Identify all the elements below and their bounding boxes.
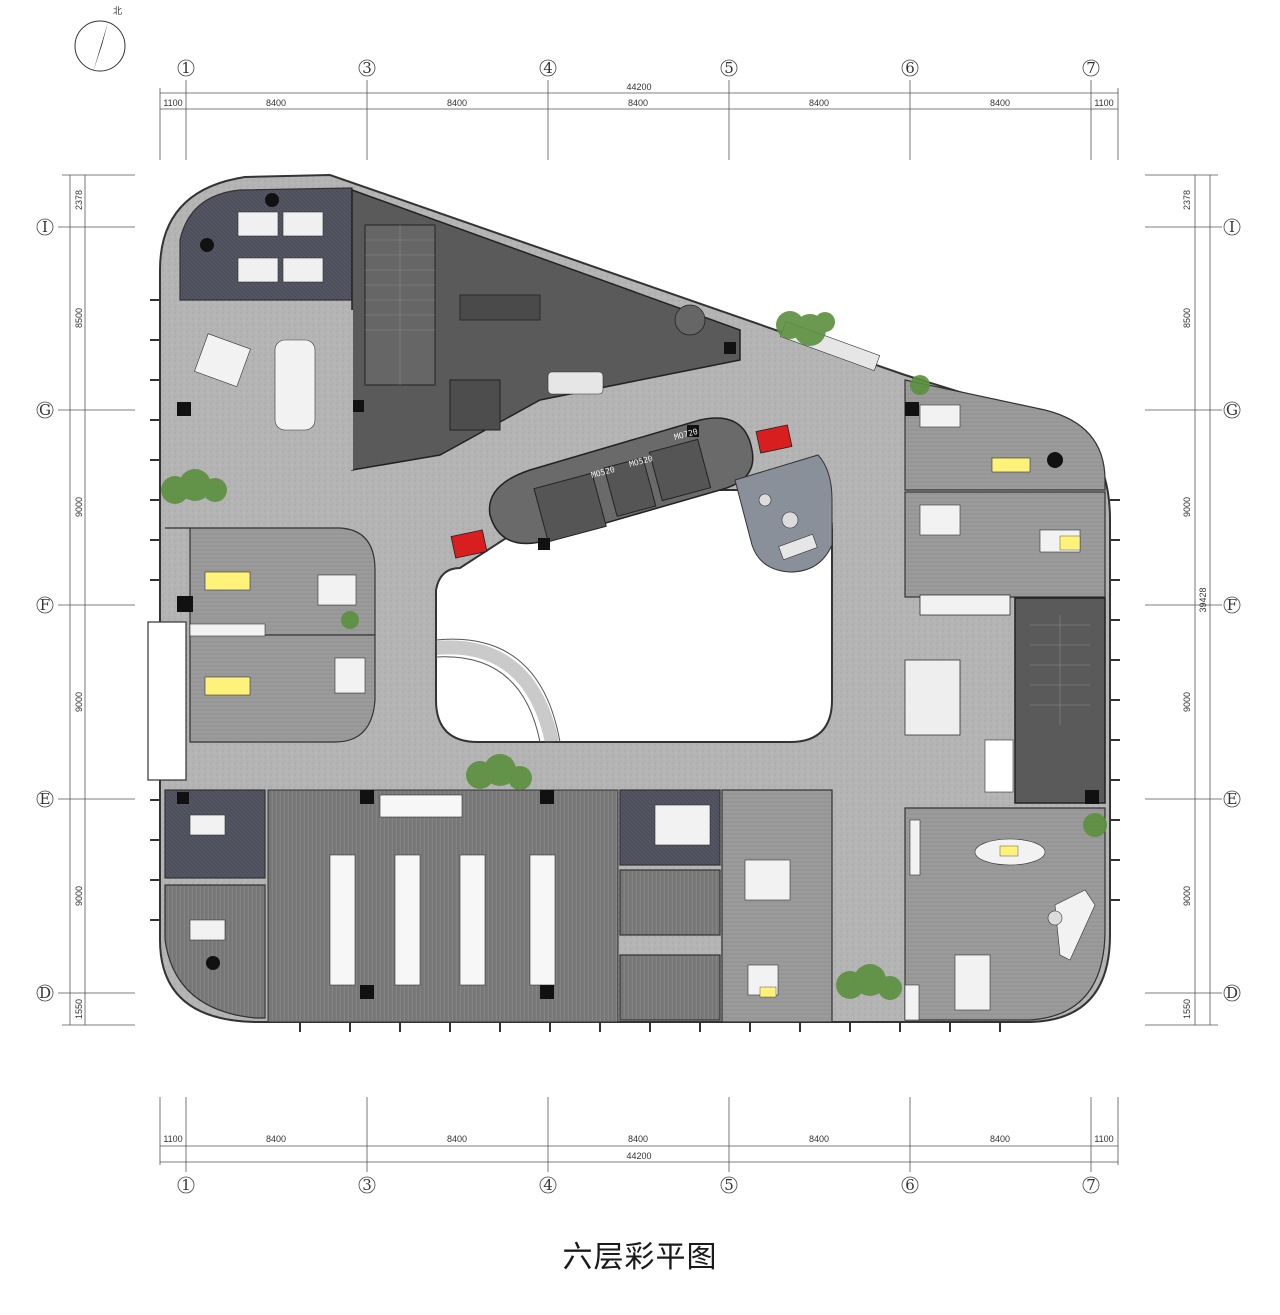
axis-label-row-G-right: G — [1226, 401, 1238, 419]
axis-label-col-7-bottom: 7 — [1086, 1176, 1096, 1194]
right-dim-seg-4: 9000 — [1182, 692, 1192, 712]
top-overall-dimension: 44200 — [626, 82, 651, 92]
axis-label-row-I-right: I — [1229, 218, 1235, 236]
axis-label-row-G: G — [39, 401, 51, 419]
left-dim-seg-3: 9000 — [74, 497, 84, 517]
left-dim-seg-1: 2378 — [74, 190, 84, 210]
axis-label-row-D-right: D — [1226, 984, 1238, 1002]
right-dim-seg-5: 9000 — [1182, 886, 1192, 906]
bottom-dim-seg-6: 8400 — [990, 1134, 1010, 1144]
axis-label-col-3: 3 — [362, 59, 372, 77]
axis-label-col-5: 5 — [724, 59, 734, 77]
right-dim-seg-6: 1550 — [1182, 999, 1192, 1019]
top-dim-seg-4: 8400 — [628, 98, 648, 108]
left-dim-seg-4: 9000 — [74, 692, 84, 712]
top-dim-seg-5: 8400 — [809, 98, 829, 108]
top-dim-seg-2: 8400 — [266, 98, 286, 108]
bottom-dim-seg-2: 8400 — [266, 1134, 286, 1144]
bottom-dim-seg-3: 8400 — [447, 1134, 467, 1144]
axis-label-col-6-bottom: 6 — [905, 1176, 915, 1194]
north-label: 北 — [113, 6, 122, 17]
bottom-overall-dimension: 44200 — [626, 1151, 651, 1161]
axis-label-row-E: E — [40, 790, 51, 808]
axis-label-col-7: 7 — [1086, 59, 1096, 77]
axis-label-col-1: 1 — [181, 59, 191, 77]
top-dim-seg-6: 8400 — [990, 98, 1010, 108]
axis-label-row-E-right: E — [1227, 790, 1238, 808]
bottom-dim-seg-5: 8400 — [809, 1134, 829, 1144]
axis-label-row-D: D — [39, 984, 51, 1002]
left-dim-seg-2: 8500 — [74, 308, 84, 328]
right-overall-dimension: 39428 — [1198, 587, 1208, 612]
axis-label-col-4-bottom: 4 — [543, 1176, 553, 1194]
axis-label-col-4: 4 — [543, 59, 553, 77]
dimension-lines — [58, 80, 1222, 1172]
top-dim-seg-7: 1100 — [1094, 98, 1113, 108]
top-dim-seg-3: 8400 — [447, 98, 467, 108]
axis-label-row-F-right: F — [1227, 596, 1237, 614]
axis-label-col-6: 6 — [905, 59, 915, 77]
left-dim-seg-5: 9000 — [74, 886, 84, 906]
axis-label-col-5-bottom: 5 — [724, 1176, 734, 1194]
right-dim-seg-2: 8500 — [1182, 308, 1192, 328]
right-dim-seg-3: 9000 — [1182, 497, 1192, 517]
right-dim-seg-1: 2378 — [1182, 190, 1192, 210]
building-footprint: MO520 MO520 MO720 — [147, 173, 1120, 1032]
left-dim-seg-6: 1550 — [74, 999, 84, 1019]
axis-label-row-F: F — [40, 596, 50, 614]
top-dim-seg-1: 1100 — [163, 98, 182, 108]
axis-label-row-I: I — [42, 218, 48, 236]
bottom-dim-seg-4: 8400 — [628, 1134, 648, 1144]
north-arrow-icon: 北 — [74, 6, 126, 72]
axis-label-col-3-bottom: 3 — [362, 1176, 372, 1194]
bottom-dim-seg-7: 1100 — [1094, 1134, 1113, 1144]
plan-title: 六层彩平图 — [562, 1240, 718, 1275]
bottom-dim-seg-1: 1100 — [163, 1134, 182, 1144]
axis-label-col-1-bottom: 1 — [181, 1176, 191, 1194]
